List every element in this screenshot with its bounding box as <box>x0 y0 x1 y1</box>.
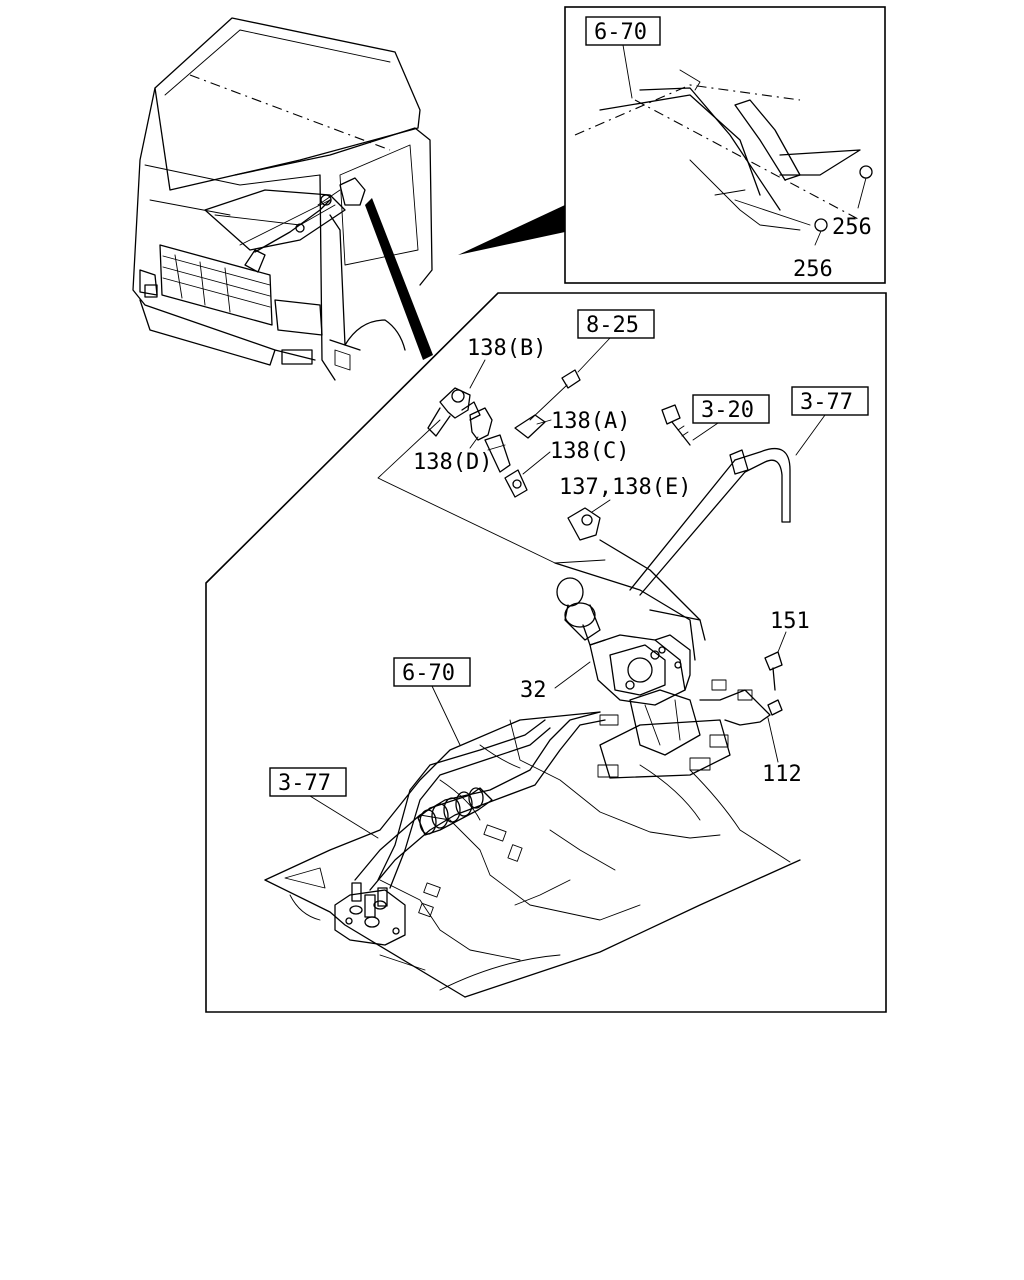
ref-label-3-77-top: 3-77 <box>800 390 853 415</box>
truck-cab-illustration <box>132 17 433 381</box>
inset-ref-box <box>585 16 661 46</box>
ref-box-8-25 <box>577 309 655 339</box>
leader-151 <box>777 631 787 653</box>
main-pointer-wedge <box>365 198 433 360</box>
ref-box-3-20 <box>692 394 770 424</box>
leader-138B <box>469 359 486 389</box>
ref-box-3-77-bottom <box>269 767 347 797</box>
inset-drawing <box>574 69 873 246</box>
inset-callout-256-b: 256 <box>793 257 833 282</box>
leader-32 <box>554 661 591 689</box>
inset-ref-label: 6-70 <box>594 20 647 45</box>
inset-pointer-wedge <box>458 205 565 255</box>
leader-3-77-bottom <box>309 795 379 839</box>
ref-box-6-70 <box>393 657 471 687</box>
leader-3-20 <box>692 422 719 441</box>
callout-32: 32 <box>520 678 547 703</box>
leader-3-77-top <box>795 414 826 456</box>
callout-138B: 138(B) <box>467 336 546 361</box>
inset-ref-leader <box>622 44 633 99</box>
callout-151: 151 <box>770 609 810 634</box>
leader-138C <box>522 451 551 475</box>
main-frame <box>205 292 887 1013</box>
callout-137-138E: 137,138(E) <box>559 475 691 500</box>
valve-assembly <box>554 459 783 779</box>
ref-label-8-25: 8-25 <box>586 313 639 338</box>
shift-cables <box>334 711 606 946</box>
ref-label-6-70: 6-70 <box>402 661 455 686</box>
ref-box-3-77-top <box>791 386 869 416</box>
leader-138A <box>536 419 552 425</box>
fittings-group <box>427 369 791 541</box>
callout-138C: 138(C) <box>550 439 629 464</box>
ref-label-3-20: 3-20 <box>701 398 754 423</box>
inset-frame <box>564 6 886 284</box>
callout-112: 112 <box>762 762 802 787</box>
inset-callout-256-a: 256 <box>832 215 872 240</box>
leader-8-25 <box>577 337 611 373</box>
callout-138D: 138(D) <box>413 450 492 475</box>
floor-panel <box>264 711 801 998</box>
callout-138A: 138(A) <box>551 409 630 434</box>
leader-138D <box>469 436 479 449</box>
leader-6-70 <box>431 685 461 746</box>
ref-label-3-77-bottom: 3-77 <box>278 771 331 796</box>
leader-137-138E <box>591 499 611 513</box>
leader-112 <box>767 717 779 763</box>
